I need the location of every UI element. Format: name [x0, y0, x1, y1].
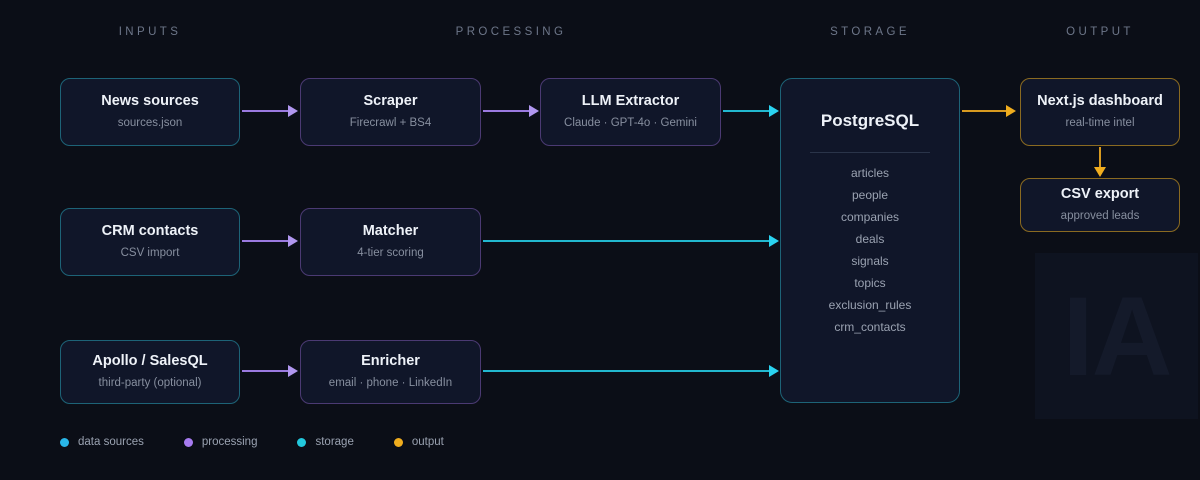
connector-matcher-to-postgres	[483, 240, 771, 242]
node-subtitle: Claude · GPT-4o · Gemini	[564, 117, 697, 130]
storage-table-crm-contacts: crm_contacts	[834, 320, 906, 334]
legend-item-data-sources: data sources	[60, 436, 144, 448]
storage-table-exclusion-rules: exclusion_rules	[828, 298, 912, 312]
legend-dot-icon	[60, 437, 69, 447]
node-crm-contacts[interactable]: CRM contacts CSV import	[60, 208, 240, 276]
connector-scraper-to-llm	[483, 110, 531, 112]
node-news-sources[interactable]: News sources sources.json	[60, 78, 240, 146]
node-csv-export[interactable]: CSV export approved leads	[1020, 178, 1180, 232]
arrowhead-news-to-scraper	[288, 105, 298, 117]
node-subtitle: 4-tier scoring	[357, 247, 424, 260]
storage-table-signals: signals	[851, 254, 889, 268]
legend-dot-icon	[183, 437, 193, 447]
node-scraper[interactable]: Scraper Firecrawl + BS4	[300, 78, 481, 146]
column-header-inputs: INPUTS	[118, 26, 182, 38]
legend-dot-icon	[393, 437, 403, 447]
arrowhead-apollo-to-enricher	[288, 365, 298, 377]
arrowhead-matcher-to-postgres	[769, 235, 779, 247]
legend-item-output: output	[393, 436, 444, 448]
node-subtitle: real-time intel	[1065, 117, 1135, 130]
node-subtitle: third-party (optional)	[98, 377, 202, 390]
legend-item-processing: processing	[183, 436, 258, 448]
node-title: Apollo / SalesQL	[92, 352, 208, 369]
arrowhead-llm-to-postgres	[769, 105, 779, 117]
node-title: Scraper	[363, 92, 418, 109]
connector-dashboard-to-csv	[1099, 147, 1101, 169]
node-subtitle: approved leads	[1060, 210, 1140, 223]
node-matcher[interactable]: Matcher 4-tier scoring	[300, 208, 481, 276]
legend-label: processing	[201, 436, 258, 448]
legend-label: output	[411, 436, 444, 448]
node-postgresql[interactable]: PostgreSQL articles people companies dea…	[780, 78, 960, 403]
node-llm-extractor[interactable]: LLM Extractor Claude · GPT-4o · Gemini	[540, 78, 721, 146]
connector-crm-to-matcher	[242, 240, 290, 242]
arrowhead-scraper-to-llm	[529, 105, 539, 117]
node-title: LLM Extractor	[581, 92, 680, 109]
legend-item-storage: storage	[297, 436, 354, 448]
arrowhead-enricher-to-postgres	[769, 365, 779, 377]
node-title: News sources	[101, 92, 199, 109]
column-header-storage: STORAGE	[830, 26, 910, 38]
arrowhead-dashboard-to-csv	[1094, 167, 1106, 177]
node-title: CRM contacts	[101, 222, 199, 239]
node-title: Enricher	[361, 352, 420, 369]
node-title: CSV export	[1060, 185, 1140, 202]
node-subtitle: CSV import	[120, 247, 180, 260]
storage-table-articles: articles	[850, 166, 889, 180]
arrowhead-postgres-to-dashboard	[1006, 105, 1016, 117]
arrowhead-crm-to-matcher	[288, 235, 298, 247]
storage-table-people: people	[851, 188, 889, 202]
column-header-processing: PROCESSING	[455, 26, 567, 38]
node-apollo-salesql[interactable]: Apollo / SalesQL third-party (optional)	[60, 340, 240, 404]
node-subtitle: sources.json	[117, 117, 183, 130]
legend-label: data sources	[78, 436, 144, 448]
node-nextjs-dashboard[interactable]: Next.js dashboard real-time intel	[1020, 78, 1180, 146]
storage-table-deals: deals	[855, 232, 885, 246]
node-subtitle: Firecrawl + BS4	[349, 117, 432, 130]
connector-enricher-to-postgres	[483, 370, 771, 372]
node-subtitle: email · phone · LinkedIn	[328, 377, 453, 390]
storage-table-topics: topics	[854, 276, 886, 290]
node-title: Next.js dashboard	[1037, 92, 1163, 109]
storage-title: PostgreSQL	[820, 111, 920, 130]
legend: data sources processing storage output	[60, 436, 484, 448]
connector-apollo-to-enricher	[242, 370, 290, 372]
connector-llm-to-postgres	[723, 110, 771, 112]
watermark-logo: IA	[1035, 253, 1198, 419]
storage-divider	[810, 152, 930, 153]
node-enricher[interactable]: Enricher email · phone · LinkedIn	[300, 340, 481, 404]
connector-postgres-to-dashboard	[962, 110, 1010, 112]
legend-label: storage	[315, 436, 354, 448]
connector-news-to-scraper	[242, 110, 290, 112]
storage-table-companies: companies	[840, 210, 900, 224]
legend-dot-icon	[297, 437, 307, 447]
node-title: Matcher	[362, 222, 419, 239]
column-header-output: OUTPUT	[1066, 26, 1134, 38]
